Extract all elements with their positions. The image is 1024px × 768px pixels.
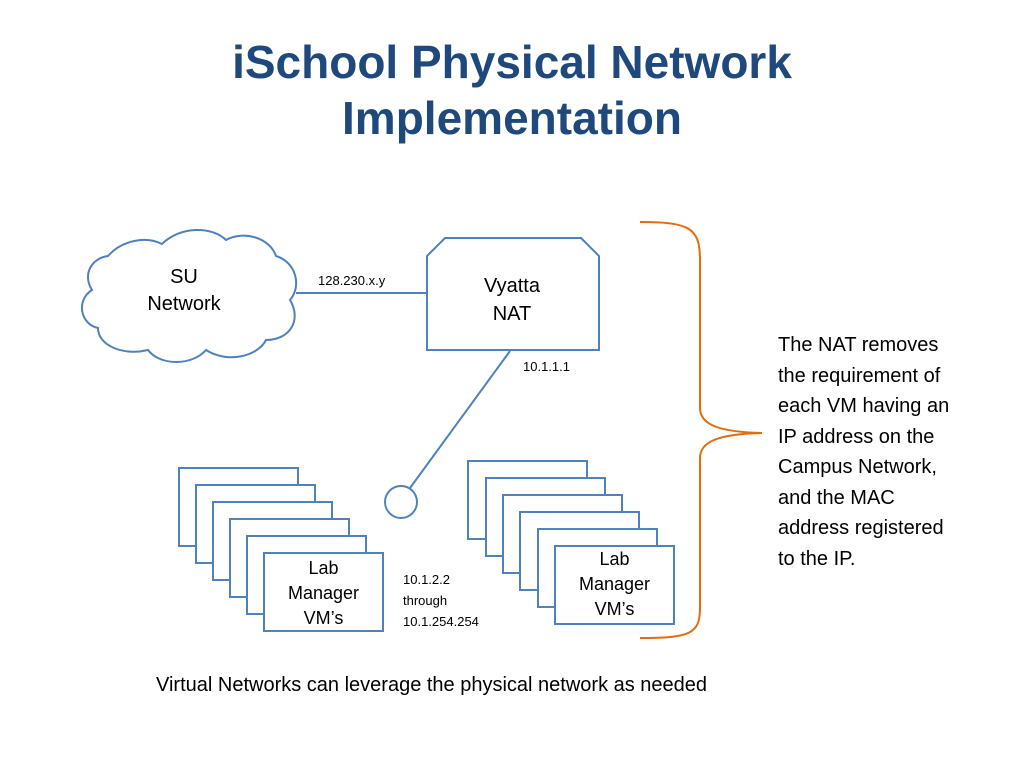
nat-to-switch-link xyxy=(409,350,511,489)
switch-node xyxy=(384,485,418,519)
slide-title: iSchool Physical Network Implementation xyxy=(0,34,1024,146)
note-line-6: and the MAC xyxy=(778,486,895,509)
su-network-label-line-2: Network xyxy=(147,293,221,315)
vm-card-front xyxy=(263,552,384,632)
note-line-1: The NAT removes xyxy=(778,334,939,356)
vyatta-nat-label-line-2: NAT xyxy=(492,303,532,325)
public-ip-label: 128.230.x.y xyxy=(318,273,386,288)
su-network-cloud-shape xyxy=(81,228,298,363)
vyatta-nat-label-line-1: Vyatta xyxy=(484,275,540,297)
note-line-7: address registered xyxy=(778,517,944,539)
vm-stack-left xyxy=(178,467,384,632)
vm-card-front xyxy=(554,545,675,625)
vm-ip-range-line-3: 10.1.254.254 xyxy=(403,614,479,629)
note-line-4: IP address on the xyxy=(778,425,935,448)
su-network-label: SU Network xyxy=(134,264,234,318)
curly-brace xyxy=(639,221,763,639)
slide-title-line-1: iSchool Physical Network xyxy=(232,36,792,88)
vm-stack-right-label-line-1: Lab xyxy=(599,549,630,569)
vyatta-nat-label: Vyatta NAT xyxy=(462,272,562,328)
vm-ip-range-line-1: 10.1.2.2 xyxy=(403,572,450,587)
vm-stack-right-label-line-3: VM’s xyxy=(594,599,635,619)
nat-inside-ip-label: 10.1.1.1 xyxy=(523,359,570,374)
vm-ip-range-label: 10.1.2.2 through 10.1.254.254 xyxy=(403,569,479,632)
footer-caption: Virtual Networks can leverage the physic… xyxy=(156,674,708,696)
note-line-2: the requirement of xyxy=(778,364,941,387)
nat-explanation-note: The NAT removes the requirement of each … xyxy=(778,330,998,574)
su-network-label-line-1: SU xyxy=(170,266,198,288)
vm-stack-left-label-line-1: Lab xyxy=(308,558,339,578)
slide-title-line-2: Implementation xyxy=(342,92,682,144)
vm-stack-right-label: Lab Manager VM’s xyxy=(555,547,674,622)
vm-stack-right xyxy=(467,460,675,625)
note-line-3: each VM having an xyxy=(778,395,950,417)
note-line-5: Campus Network, xyxy=(778,456,937,478)
vm-stack-left-label-line-3: VM’s xyxy=(303,608,344,628)
vm-stack-left-label: Lab Manager VM’s xyxy=(264,556,383,631)
note-line-8: to the IP. xyxy=(778,547,856,570)
vm-stack-right-label-line-2: Manager xyxy=(578,574,651,594)
vyatta-nat-shape xyxy=(426,237,600,351)
vm-stack-left-label-line-2: Manager xyxy=(287,583,360,603)
vm-ip-range-line-2: through xyxy=(403,593,448,608)
